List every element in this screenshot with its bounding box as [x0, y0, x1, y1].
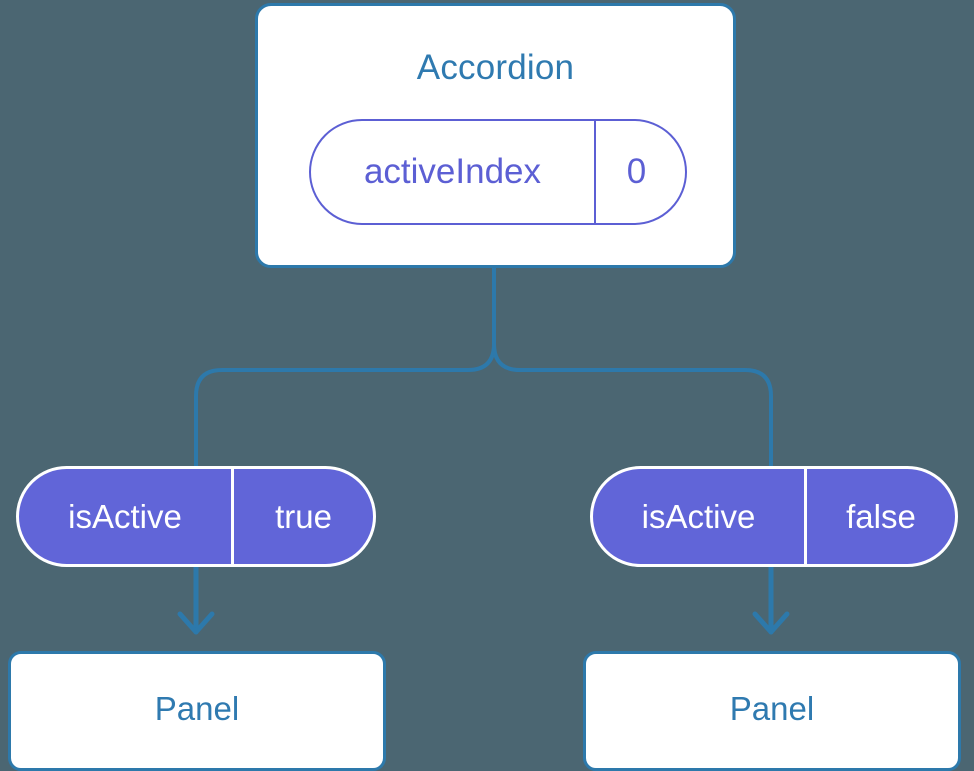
right-panel-title: Panel: [729, 690, 815, 727]
tree-branch-connector-right: [492, 266, 773, 468]
arrow-down-icon-right: [752, 564, 790, 635]
accordion-component-card[interactable]: Accordion activeIndex 0: [255, 3, 736, 268]
accordion-title: Accordion: [416, 48, 575, 87]
arrow-down-icon-left: [177, 564, 215, 635]
right-panel-component-card[interactable]: Panel: [583, 651, 961, 771]
left-prop-pill[interactable]: isActive true: [16, 466, 376, 567]
right-prop-key: isActive: [593, 469, 807, 564]
tree-branch-connector-left: [194, 266, 496, 468]
accordion-state-key: activeIndex: [311, 121, 596, 223]
right-prop-value: false: [846, 497, 916, 535]
left-panel-component-card[interactable]: Panel: [8, 651, 386, 771]
left-prop-key: isActive: [19, 469, 234, 564]
left-panel-title: Panel: [154, 690, 240, 727]
accordion-state-pill[interactable]: activeIndex 0: [309, 119, 687, 225]
left-prop-value: true: [275, 497, 332, 535]
right-prop-pill[interactable]: isActive false: [590, 466, 958, 567]
accordion-state-value: 0: [626, 152, 647, 191]
